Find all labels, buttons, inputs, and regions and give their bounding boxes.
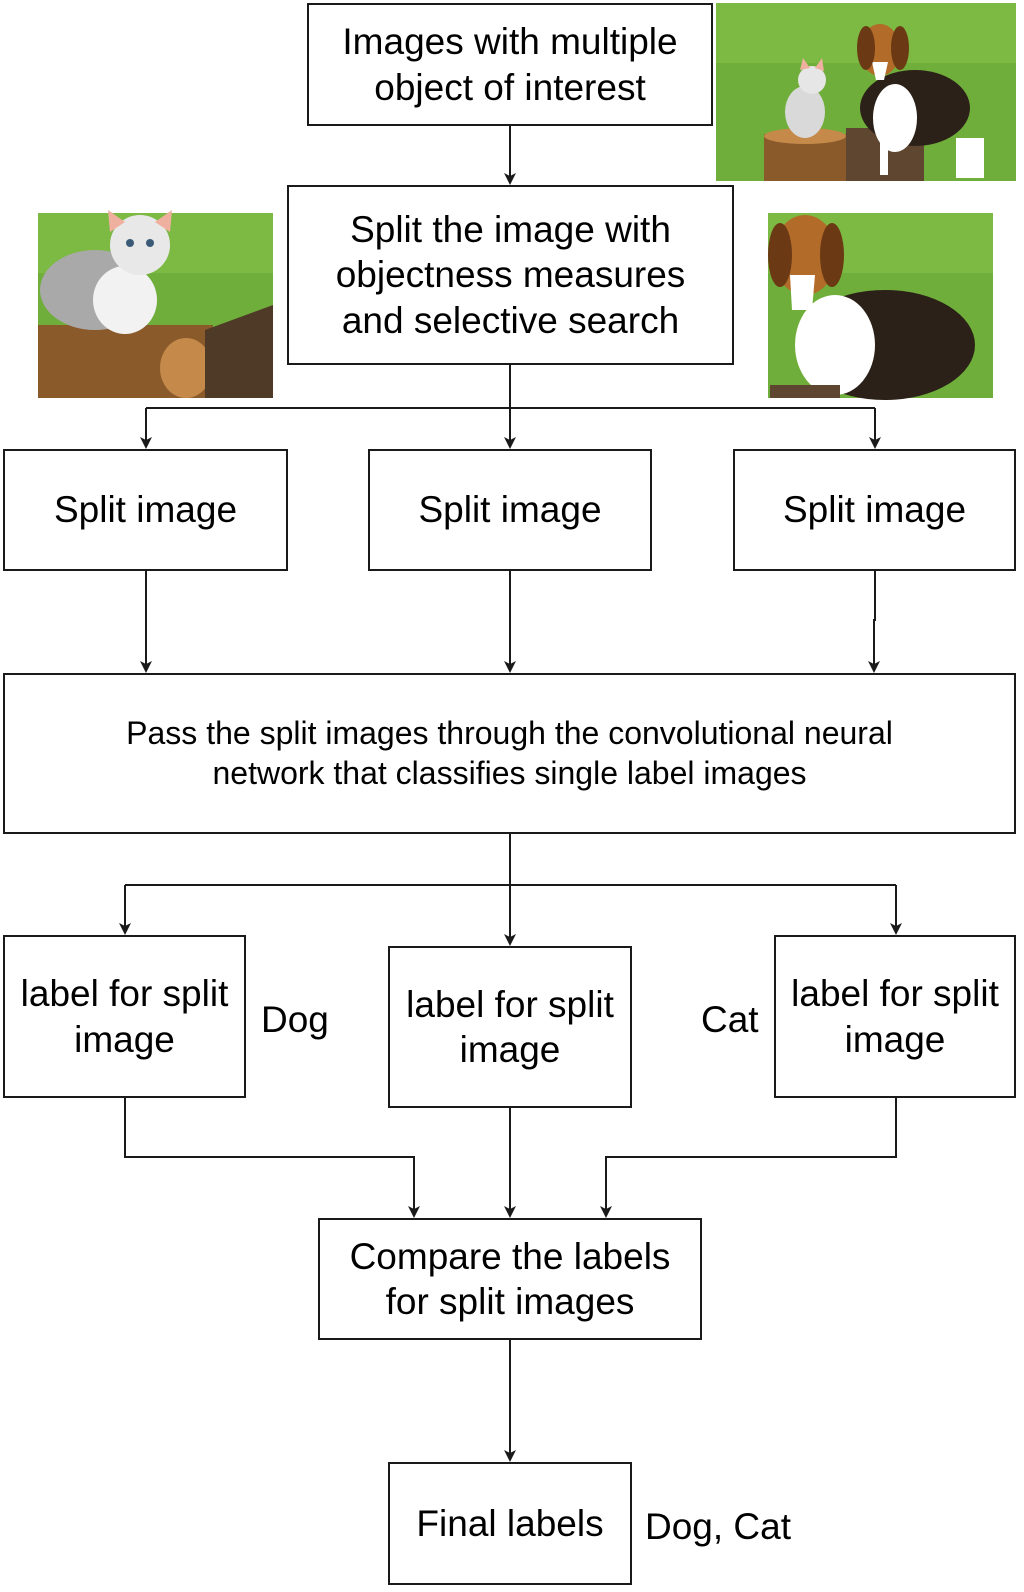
photo-cat-on-stump [38,210,273,398]
photo-cat-and-dog-on-stump [716,3,1016,181]
cat-annotation: Cat [701,999,759,1040]
label-box-3: label for split image [774,935,1016,1098]
split-image-box-3: Split image [733,449,1016,571]
cnn-classification-box: Pass the split images through the convol… [3,673,1016,834]
compare-labels-box: Compare the labels for split images [318,1218,702,1340]
label-box-1: label for split image [3,935,246,1098]
arrow-label-1-to-compare [124,1098,420,1218]
input-images-box: Images with multiple object of interest [307,3,713,126]
final-labels-box: Final labels [388,1462,632,1585]
arrow-label-3-to-compare [600,1098,897,1218]
split-image-box-2: Split image [368,449,652,571]
label-box-2: label for split image [388,946,632,1108]
photo-beagle [768,213,993,400]
split-method-box: Split the image with objectness measures… [287,185,734,365]
arrow-split-3-to-cnn [868,571,880,673]
split-image-box-1: Split image [3,449,288,571]
dog-annotation: Dog [261,999,329,1040]
final-labels-value: Dog, Cat [645,1506,792,1547]
